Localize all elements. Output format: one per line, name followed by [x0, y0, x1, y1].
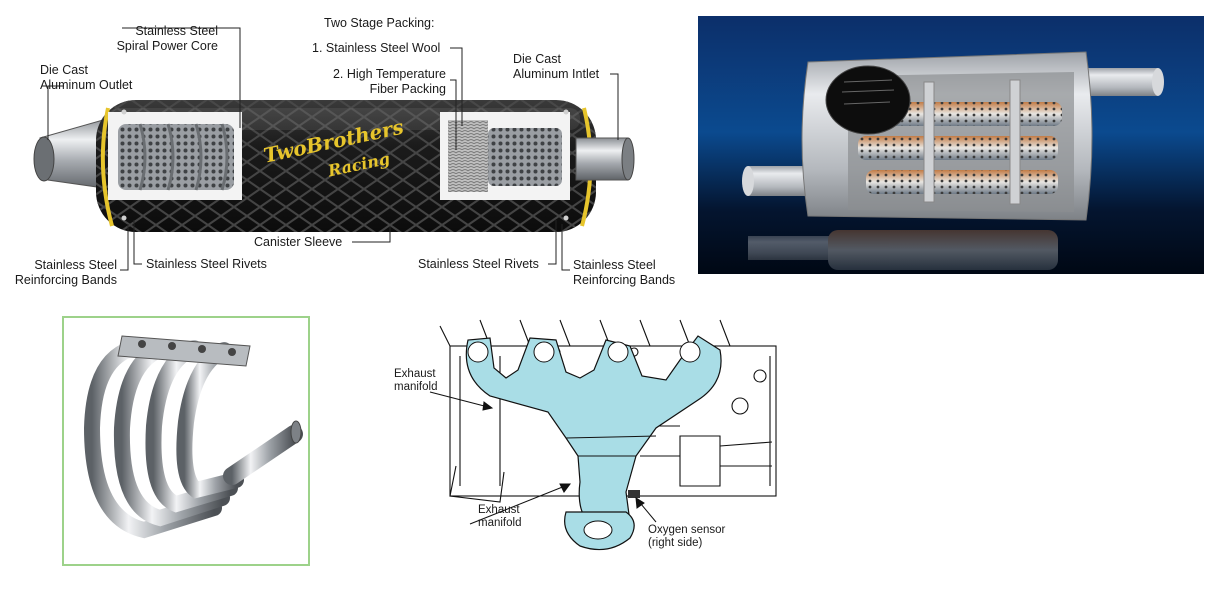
label-steel-wool: 1. Stainless Steel Wool: [312, 41, 441, 55]
label-aluminum-outlet: Die Cast Aluminum Outlet: [40, 63, 133, 92]
rivets: [121, 109, 569, 221]
two-stage-packing: [440, 112, 570, 200]
exhaust-header-photo: [62, 316, 310, 566]
leader-lines: [47, 27, 619, 271]
muffler-cutaway-diagram: TwoBrothers Racing: [0, 0, 690, 300]
aluminum-inlet: [575, 137, 635, 181]
label-rivets-right: Stainless Steel Rivets: [418, 257, 539, 271]
label-two-stage-packing-title: Two Stage Packing:: [324, 16, 435, 30]
label-oxygen-sensor: Oxygen sensor (right side): [648, 524, 726, 549]
exhaust-manifold-diagram: Exhaust manifold Exhaust manifold Oxygen…: [380, 316, 780, 566]
turbo-muffler-photo: [698, 16, 1204, 274]
label-exhaust-manifold-top: Exhaust manifold: [394, 368, 438, 393]
label-fiber-packing: 2. High Temperature Fiber Packing: [332, 67, 446, 96]
spiral-power-core: [108, 112, 242, 200]
label-aluminum-inlet: Die Cast Aluminum Intlet: [513, 52, 600, 81]
manifold-shape: [465, 335, 722, 551]
label-bands-left: Stainless Steel Reinforcing Bands: [14, 258, 117, 287]
muffler-illustration: TwoBrothers Racing: [33, 27, 635, 271]
label-exhaust-manifold-bottom: Exhaust manifold: [478, 504, 522, 529]
label-spiral-power-core: Stainless Steel Spiral Power Core: [116, 24, 218, 53]
manifold-illustration: [429, 319, 777, 551]
label-rivets-left: Stainless Steel Rivets: [146, 257, 267, 271]
oxygen-sensor: [628, 490, 640, 498]
label-bands-right: Stainless Steel Reinforcing Bands: [573, 258, 676, 287]
label-canister-sleeve: Canister Sleeve: [254, 235, 343, 249]
